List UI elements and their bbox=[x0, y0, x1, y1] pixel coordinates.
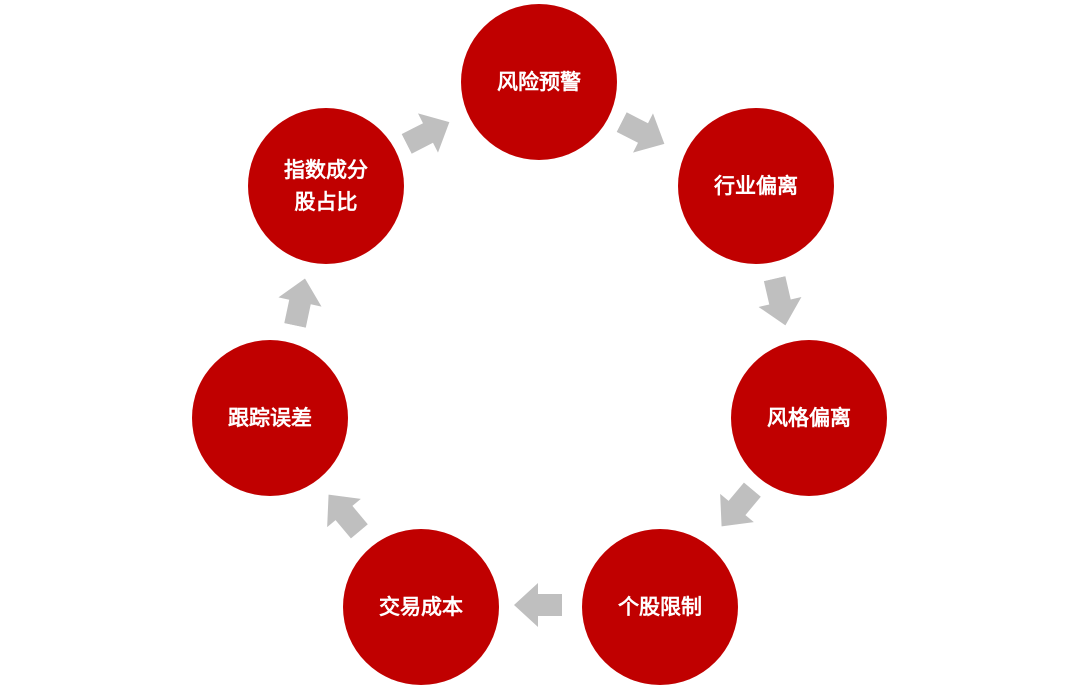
block-arrow-icon bbox=[612, 103, 675, 164]
node-label: 风险预警 bbox=[497, 70, 581, 94]
node-tracking-error: 跟踪误差 bbox=[192, 340, 348, 496]
node-label: 风格偏离 bbox=[767, 406, 851, 430]
node-label-line-2: 股占比 bbox=[294, 190, 358, 214]
node-label: 交易成本 bbox=[379, 595, 463, 619]
block-arrow-icon bbox=[273, 274, 326, 330]
node-risk-warning: 风险预警 bbox=[461, 4, 617, 160]
block-arrow-icon bbox=[514, 583, 562, 627]
node-label: 个股限制 bbox=[618, 595, 702, 619]
node-industry-deviation: 行业偏离 bbox=[678, 108, 834, 264]
node-label: 跟踪误差 bbox=[228, 406, 312, 430]
block-arrow-icon bbox=[397, 103, 460, 164]
node-index-constituent-share: 指数成分 股占比 bbox=[248, 108, 404, 264]
block-arrow-icon bbox=[312, 480, 377, 545]
block-arrow-icon bbox=[753, 274, 807, 331]
node-trading-cost: 交易成本 bbox=[343, 529, 499, 685]
node-label: 行业偏离 bbox=[714, 174, 798, 198]
node-stock-limit: 个股限制 bbox=[582, 529, 738, 685]
node-style-deviation: 风格偏离 bbox=[731, 340, 887, 496]
node-label-line-1: 指数成分 bbox=[284, 158, 368, 182]
block-arrow-icon bbox=[705, 475, 770, 540]
